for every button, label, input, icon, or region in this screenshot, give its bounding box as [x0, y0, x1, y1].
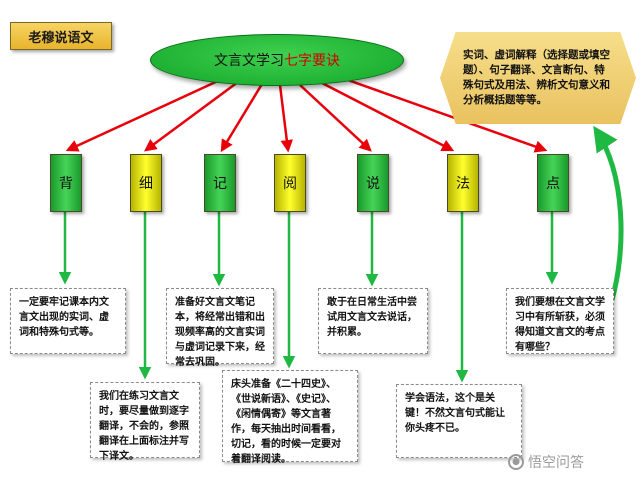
- watermark-text: 悟空问答: [528, 455, 584, 471]
- note-fa: 学会语法，这个是关键！不然文言句式能让你头疼不已。: [396, 384, 522, 458]
- arrow-to-shuo: [299, 84, 372, 152]
- callout-text: 实词、虚词解释（选择题或填空题）、句子翻译、文言断句、特殊句式及用法、辨析文句意…: [463, 49, 610, 106]
- category-dian: 点: [537, 154, 569, 212]
- note-shuo: 敢于在日常生活中尝试用文言文去说话，并积累。: [318, 288, 428, 354]
- watermark: ● 悟空问答: [508, 452, 584, 472]
- note-bei: 一定要牢记课本内文言文出现的实词、虚词和特殊句式等。: [10, 288, 126, 354]
- arrow-to-xi: [143, 80, 239, 152]
- arrow-to-dian: [344, 77, 548, 153]
- title-oval: 文言文学习七字要诀: [150, 34, 404, 86]
- title-highlight: 七字要诀: [284, 53, 340, 69]
- category-fa: 法: [447, 154, 479, 212]
- note-yue: 床头准备《二十四史》、《世说新语》、《史记》、《闲情偶寄》等文言著作，每天抽出时…: [222, 370, 358, 465]
- note-xi: 我们在练习文言文时，要尽量做到逐字翻译，不会的，参照翻译在上面标注并写下译文。: [90, 382, 200, 462]
- toutiao-logo-icon: ●: [508, 454, 524, 470]
- arrow-dian-callout: [593, 125, 624, 301]
- arrow-to-yue: [278, 84, 293, 153]
- category-yue: 阅: [274, 154, 306, 212]
- category-shuo: 说: [357, 154, 389, 212]
- category-bei: 背: [50, 154, 82, 212]
- arrow-to-bei: [65, 78, 221, 152]
- callout-hexagon: 实词、虚词解释（选择题或填空题）、句子翻译、文言断句、特殊句式及用法、辨析文句意…: [440, 32, 636, 124]
- title-main: 文言文学习: [214, 53, 284, 69]
- arrow-to-fa: [321, 81, 455, 152]
- author-tag: 老穆说语文: [10, 22, 112, 50]
- arrow-to-ji: [220, 83, 264, 153]
- category-xi: 细: [130, 154, 162, 212]
- category-ji: 记: [204, 154, 236, 212]
- note-dian: 我们要想在文言文学习中有所斩获，必须得知道文言文的考点有哪些？: [506, 288, 614, 354]
- note-ji: 准备好文言文笔记本，将经常出错和出现频率高的文言实词与虚词记录下来，经常去巩固。: [166, 288, 274, 368]
